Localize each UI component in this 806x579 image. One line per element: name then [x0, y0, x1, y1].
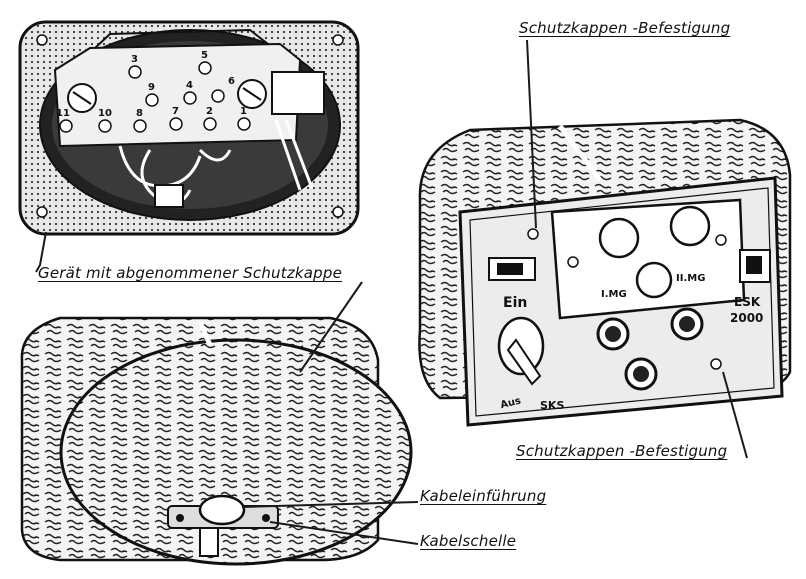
open-device-drawing: 3 5 9 4 11 10 8 7 2 1 6 — [18, 20, 360, 236]
leader-line-cable-clamp — [269, 521, 419, 545]
open-device-caption: Gerät mit abgenommener Schutzkappe — [38, 264, 343, 282]
protective-cap-drawing — [20, 316, 413, 566]
terminal-label: 10 — [98, 108, 112, 119]
leader-line-open-device — [35, 231, 47, 273]
terminal-label: 7 — [172, 106, 179, 117]
cable-clamp-label: Kabelschelle — [420, 532, 517, 550]
cable-entry-label: Kabeleinführung — [420, 487, 547, 505]
leader-lines — [35, 39, 748, 545]
maker-label: SKS — [540, 399, 564, 412]
terminal-label: 3 — [131, 54, 138, 65]
lamp-left-label: I.MG — [601, 289, 627, 300]
leader-line-cable-entry — [241, 501, 419, 508]
terminal-label: 2 — [206, 106, 213, 117]
switch-off-label: Aus — [499, 395, 522, 411]
terminal-label: 6 — [228, 76, 235, 87]
model-number-label: 2000 — [730, 311, 763, 325]
mount-label-bottom: Schutzkappen -Befestigung — [516, 442, 728, 460]
assembled-device-drawing: I.MG II.MG Ein Aus ESK 2000 SKS — [418, 118, 792, 427]
leader-line-cap — [299, 281, 363, 373]
terminal-label: 8 — [136, 108, 143, 119]
model-label: ESK — [734, 295, 761, 309]
terminal-label: 1 — [240, 106, 247, 117]
lamp-right-label: II.MG — [676, 273, 705, 284]
switch-on-label: Ein — [503, 295, 527, 311]
terminal-label: 11 — [56, 108, 70, 119]
terminal-label: 5 — [201, 50, 208, 61]
leader-line-top-right — [526, 39, 537, 229]
mount-label-top: Schutzkappen -Befestigung — [519, 19, 731, 37]
terminal-label: 9 — [148, 82, 155, 93]
terminal-label: 4 — [186, 80, 193, 91]
leader-line-bottom-right — [722, 371, 748, 459]
